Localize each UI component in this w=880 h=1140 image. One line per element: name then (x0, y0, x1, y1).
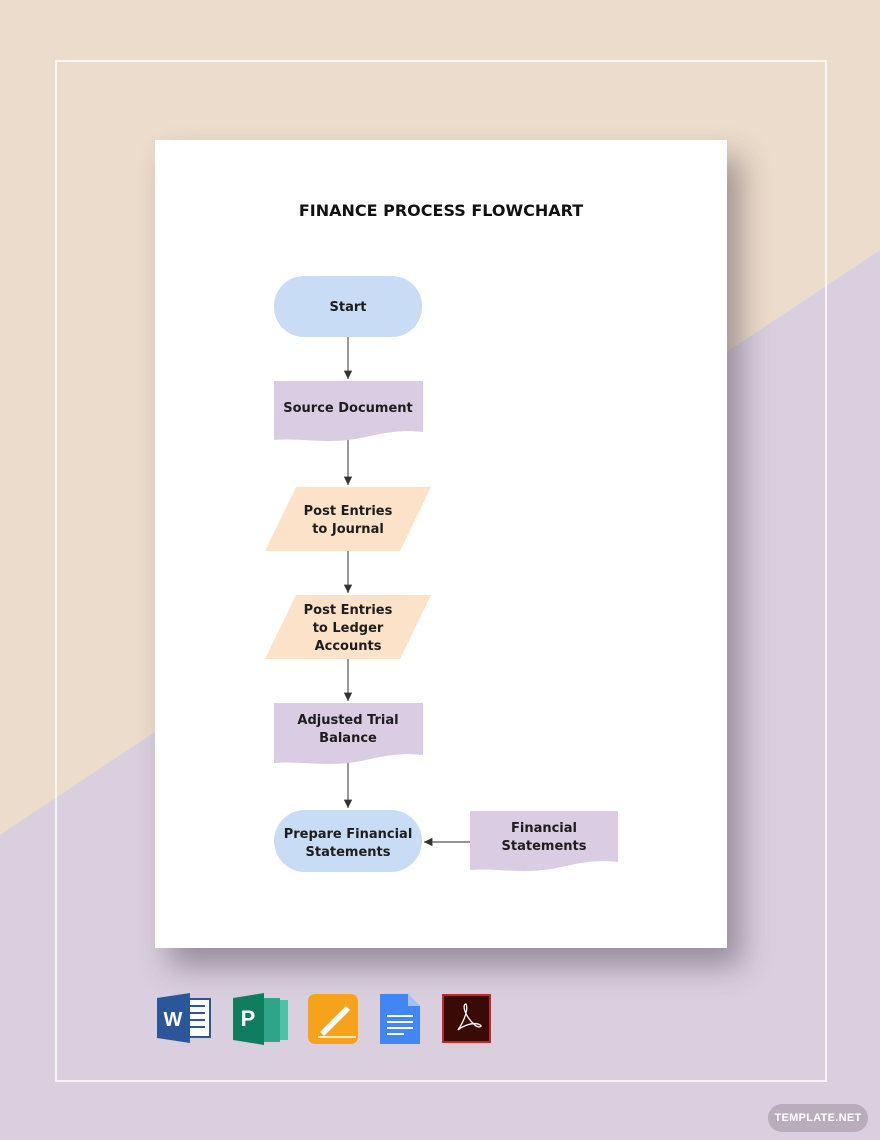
google-docs-icon[interactable] (380, 994, 420, 1044)
node-label: to Journal (312, 522, 384, 537)
watermark-badge: TEMPLATE.NET (768, 1104, 868, 1132)
svg-text:P: P (241, 1006, 256, 1031)
node-source-document: Source Document (274, 381, 423, 441)
node-label: to Ledger (313, 621, 384, 636)
node-financial-statements: Financial Statements (470, 811, 618, 871)
format-icons: W P (157, 993, 491, 1045)
node-label: Statements (502, 839, 587, 854)
node-start: Start (274, 276, 422, 337)
node-post-journal: Post Entries to Journal (265, 487, 431, 551)
node-adjusted-trial-balance: Adjusted Trial Balance (274, 703, 423, 764)
page-title: FINANCE PROCESS FLOWCHART (299, 201, 583, 220)
node-post-ledger: Post Entries to Ledger Accounts (265, 595, 431, 659)
node-label: Balance (319, 731, 377, 746)
node-label: Prepare Financial (284, 827, 413, 842)
node-label: Source Document (283, 401, 413, 416)
node-label: Financial (511, 821, 577, 836)
pages-icon[interactable] (308, 994, 358, 1044)
decorative-frame (55, 60, 827, 1082)
pdf-icon[interactable] (442, 994, 491, 1043)
word-icon[interactable]: W (157, 993, 211, 1043)
node-label: Adjusted Trial (297, 713, 398, 728)
node-label: Post Entries (304, 504, 393, 519)
node-label: Accounts (315, 639, 382, 654)
node-label: Statements (306, 845, 391, 860)
svg-text:W: W (164, 1009, 183, 1031)
connectors (343, 337, 470, 847)
node-label: Start (330, 300, 367, 315)
node-label: Post Entries (304, 603, 393, 618)
publisher-icon[interactable]: P (233, 993, 288, 1045)
node-prepare-statements: Prepare Financial Statements (274, 810, 422, 872)
document-page (155, 140, 727, 948)
